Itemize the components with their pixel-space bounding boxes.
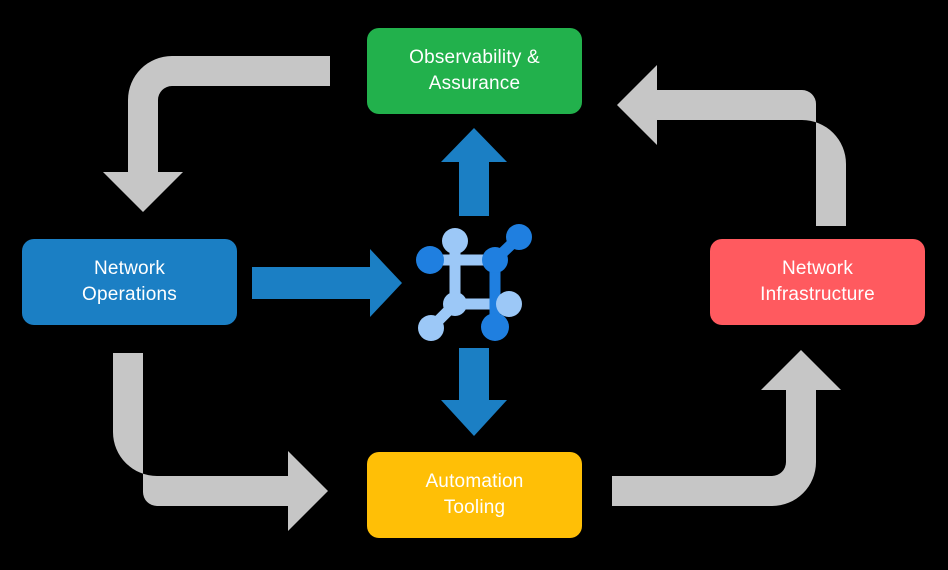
topology-dark-nodes bbox=[416, 224, 532, 341]
box-observability-assurance[interactable]: Observability & Assurance bbox=[367, 28, 582, 114]
arrow-automation-to-infrastructure bbox=[612, 350, 841, 506]
arrow-infrastructure-to-observability bbox=[617, 65, 846, 226]
arrow-operations-to-center bbox=[252, 249, 402, 317]
box-automation-tooling[interactable]: Automation Tooling bbox=[367, 452, 582, 538]
box-network-infrastructure[interactable]: Network Infrastructure bbox=[710, 239, 925, 325]
network-topology-icon bbox=[416, 224, 532, 341]
box-network-operations[interactable]: Network Operations bbox=[22, 239, 237, 325]
arrow-center-to-observability bbox=[441, 128, 507, 216]
topology-light-nodes bbox=[418, 228, 522, 341]
arrow-center-to-automation bbox=[441, 348, 507, 436]
arrow-operations-to-automation bbox=[113, 353, 328, 531]
arrow-observability-to-operations bbox=[103, 56, 330, 212]
